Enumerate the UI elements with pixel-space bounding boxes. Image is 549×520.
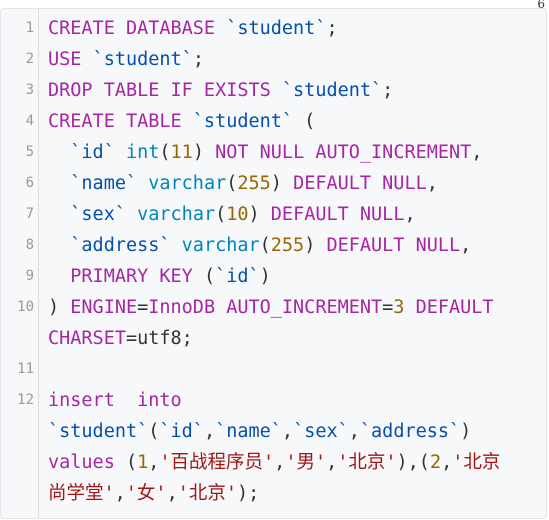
code-line: 尚学堂','女','北京'); (48, 483, 260, 504)
code-line: insert into (48, 390, 182, 411)
code-line: values (1,'百战程序员','男','北京'),(2,'北京 (48, 452, 501, 473)
code-line: CHARSET=utf8; (48, 328, 193, 349)
code-line: DROP TABLE IF EXISTS `student`; (48, 80, 394, 101)
line-number: 8 (25, 237, 34, 253)
code-line: CREATE TABLE `student` ( (48, 111, 316, 132)
line-number: 9 (25, 268, 34, 284)
line-number: 3 (25, 82, 34, 98)
line-number: 1 (25, 20, 34, 36)
code-line: USE `student`; (48, 49, 204, 70)
line-number: 11 (17, 361, 34, 377)
code-line: CREATE DATABASE `student`; (48, 18, 338, 39)
line-number: 12 (17, 392, 34, 408)
code-line: `id` int(11) NOT NULL AUTO_INCREMENT, (70, 142, 483, 163)
code-line: `student`(`id`,`name`,`sex`,`address`) (48, 421, 472, 442)
page-number-badge: 6 (537, 0, 545, 11)
code-line: PRIMARY KEY (`id`) (70, 266, 271, 287)
code-line: `sex` varchar(10) DEFAULT NULL, (70, 204, 416, 225)
line-number: 4 (25, 113, 34, 129)
line-number: 5 (25, 144, 34, 160)
line-number: 7 (25, 206, 34, 222)
code-line: `address` varchar(255) DEFAULT NULL, (70, 235, 472, 256)
line-number: 10 (17, 299, 34, 315)
line-number: 2 (25, 51, 34, 67)
line-number: 6 (25, 175, 34, 191)
code-line: `name` varchar(255) DEFAULT NULL, (70, 173, 438, 194)
code-line: ) ENGINE=InnoDB AUTO_INCREMENT=3 DEFAULT (48, 297, 494, 318)
